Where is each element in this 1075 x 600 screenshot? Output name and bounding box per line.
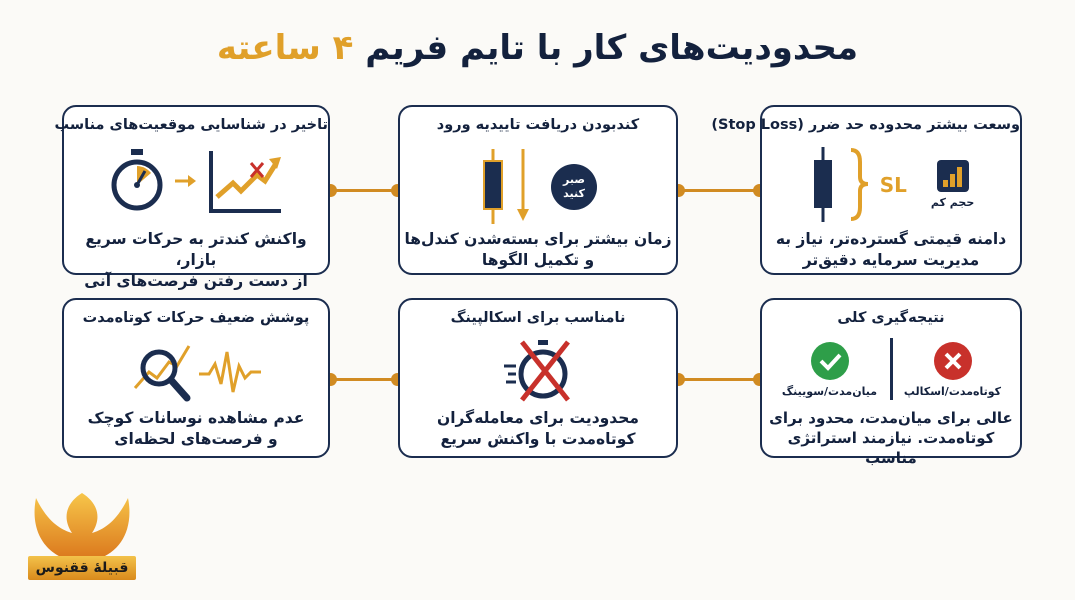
desc-line: کوتاه‌مدت. نیازمند استراتژی مناسب xyxy=(787,429,995,467)
desc-line: محدودیت برای معامله‌گران xyxy=(437,409,639,427)
desc-line: واکنش کندتر به حرکات سریع بازار، xyxy=(85,230,307,269)
desc-line: کوتاه‌مدت با واکنش سریع xyxy=(440,430,636,448)
down-arrow-icon xyxy=(517,149,529,221)
candlestick-icon xyxy=(483,149,503,224)
card-title: نامناسب برای اسکالپینگ xyxy=(450,310,626,326)
card-title: کندبودن دریافت تاییدیه ورود xyxy=(436,117,640,133)
card-conclusion: نتیجه‌گیری کلی کوتاه‌مدت/اسکالپ میان‌مدت… xyxy=(760,298,1022,467)
card-desc: محدودیت برای معامله‌گران کوتاه‌مدت با واک… xyxy=(400,408,676,450)
mid-term-label: میان‌مدت/سویینگ xyxy=(781,384,878,398)
desc-line: دامنه قیمتی گسترده‌تر، نیاز به xyxy=(775,230,1007,248)
volume-bars-icon xyxy=(936,160,969,192)
card-title: وسعت بیشتر محدوده حد ضرر (Stop Loss) xyxy=(711,117,1020,133)
phoenix-icon xyxy=(34,493,130,563)
connector xyxy=(672,184,766,197)
card-delay: تاخیر در شناسایی موقعیت‌های مناسب واکنش … xyxy=(54,105,330,290)
magnifier-chart-icon xyxy=(133,345,191,402)
card-stop-loss: وسعت بیشتر محدوده حد ضرر (Stop Loss) SL … xyxy=(711,105,1022,275)
desc-line: و فرصت‌های لحظه‌ای xyxy=(114,430,278,448)
crossed-stopwatch-icon xyxy=(504,340,570,402)
desc-line: عدم مشاهده نوسانات کوچک xyxy=(87,409,305,427)
connector xyxy=(324,373,404,386)
card-desc: واکنش کندتر به حرکات سریع بازار، از دست ر… xyxy=(64,229,328,292)
card-desc: عالی برای میان‌مدت، محدود برای کوتاه‌مدت.… xyxy=(762,408,1020,468)
card-weak-coverage: پوشش ضعیف حرکات کوتاه‌مدت عدم مشاهده نوس… xyxy=(62,298,330,458)
title-accent: ۴ ساعته xyxy=(216,28,354,68)
bracket-icon xyxy=(850,148,868,221)
card-desc: دامنه قیمتی گسترده‌تر، نیاز به مدیریت سرم… xyxy=(762,229,1020,271)
stopwatch-icon xyxy=(111,149,163,211)
card-title: تاخیر در شناسایی موقعیت‌های مناسب xyxy=(54,117,328,133)
candlestick-icon xyxy=(813,147,832,222)
connector xyxy=(672,373,766,386)
missed-trend-chart-icon xyxy=(209,151,281,213)
phoenix-logo: قبیلهٔ ققنوس xyxy=(22,478,142,588)
card-title: نتیجه‌گیری کلی xyxy=(837,310,945,326)
check-circle-icon xyxy=(810,341,849,380)
logo-text: قبیلهٔ ققنوس xyxy=(28,556,136,580)
sl-label: SL xyxy=(879,172,907,197)
short-term-label: کوتاه‌مدت/اسکالپ xyxy=(903,384,1002,398)
connector xyxy=(324,184,404,197)
card-title: پوشش ضعیف حرکات کوتاه‌مدت xyxy=(82,310,310,326)
divider xyxy=(889,338,893,400)
volume-label: حجم کم xyxy=(930,196,975,209)
desc-line: و تکمیل الگوها xyxy=(481,251,595,269)
title-main: محدودیت‌های کار با تایم فریم xyxy=(365,28,859,68)
desc-line: مدیریت سرمایه دقیق‌تر xyxy=(802,251,980,269)
mid-term-verdict: میان‌مدت/سویینگ xyxy=(770,341,890,398)
desc-line: عالی برای میان‌مدت، محدود برای xyxy=(769,409,1013,427)
desc-line: از دست رفتن فرصت‌های آنی xyxy=(84,272,308,290)
right-arrow-icon xyxy=(175,175,196,187)
bubble-line: صبر xyxy=(563,172,585,186)
bubble-line: کنید xyxy=(563,186,585,200)
x-circle-icon xyxy=(933,341,972,380)
card-scalping: نامناسب برای اسکالپینگ محدودیت برای معام… xyxy=(398,298,678,458)
page-title: محدودیت‌های کار با تایم فریم ۴ ساعته xyxy=(0,28,1075,68)
short-term-verdict: کوتاه‌مدت/اسکالپ xyxy=(893,341,1013,398)
card-desc: عدم مشاهده نوسانات کوچک و فرصت‌های لحظه‌ا… xyxy=(64,408,328,450)
volatility-wave-icon xyxy=(199,351,261,393)
card-desc: زمان بیشتر برای بسته‌شدن کندل‌ها و تکمیل … xyxy=(400,229,676,271)
desc-line: زمان بیشتر برای بسته‌شدن کندل‌ها xyxy=(404,230,672,248)
